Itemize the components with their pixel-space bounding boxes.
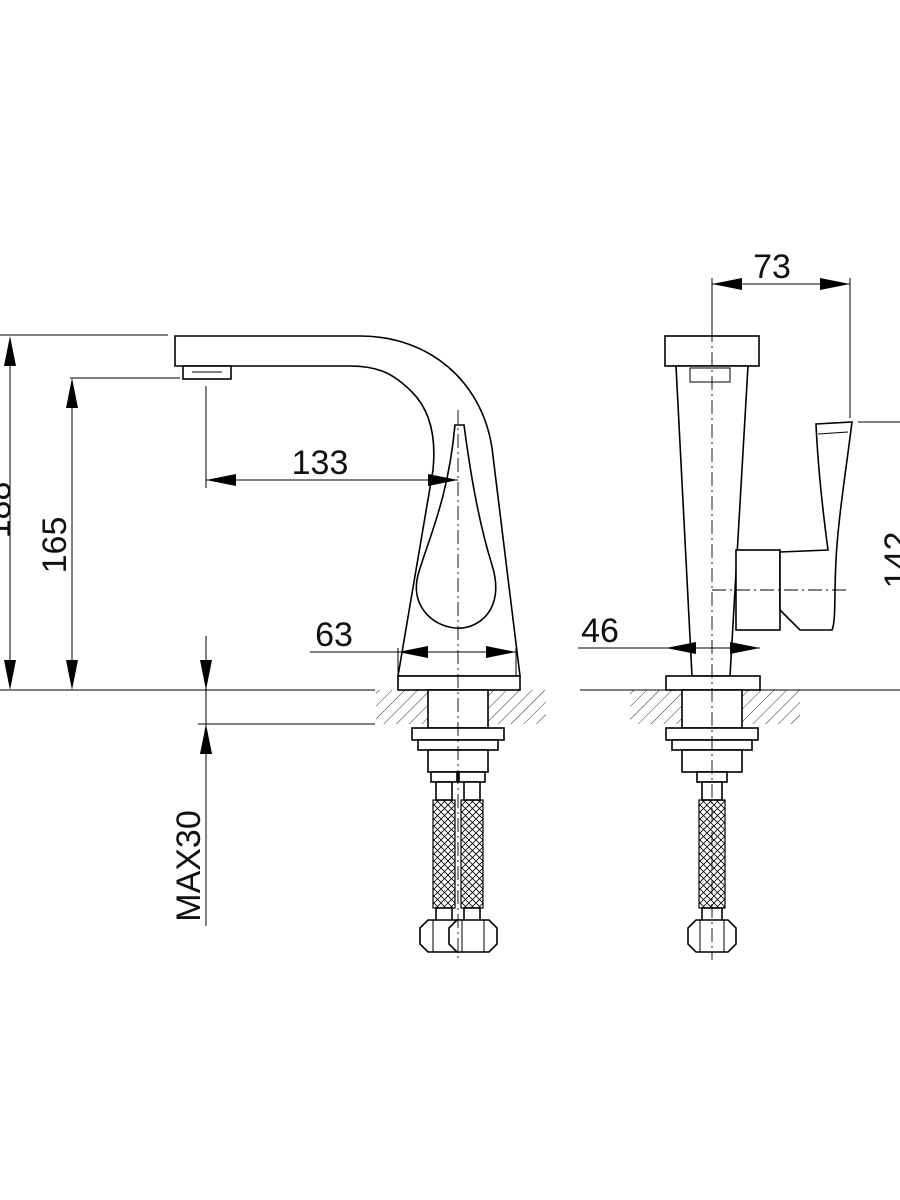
arrow (666, 642, 696, 654)
dim-base-width-front: 63 (315, 616, 353, 654)
dim-max-mount: MAX30 (170, 810, 208, 922)
dim-base-width-side: 46 (581, 612, 619, 650)
dim-total-height: 188 (0, 482, 18, 539)
handle-teardrop (415, 424, 497, 629)
countertop-hatch-front-right (488, 690, 546, 724)
handle-lever (779, 421, 853, 631)
arrow (200, 724, 212, 754)
arrow (428, 474, 458, 486)
handle-lever-detail (817, 431, 849, 435)
dim-spout-reach: 133 (292, 444, 349, 482)
arrow (206, 474, 236, 486)
hose-right (448, 771, 498, 953)
arrow (712, 278, 742, 290)
side-view: 73 46 142 (578, 248, 900, 960)
countertop-hatch-side-right (742, 690, 800, 724)
dim-handle-height: 142 (878, 532, 900, 589)
side-aerator (689, 367, 731, 383)
arrow (730, 642, 760, 654)
side-base-flange (665, 675, 761, 691)
dim-spout-height: 165 (36, 517, 74, 574)
arrow (486, 646, 516, 658)
arrow (200, 660, 212, 690)
arrow (66, 378, 78, 408)
base-flange (397, 675, 521, 691)
arrow (398, 646, 428, 658)
front-view: 188 165 133 63 MAX30 (0, 334, 546, 960)
countertop-hatch-side-left (630, 690, 682, 724)
arrow (66, 660, 78, 690)
hose-left (419, 771, 469, 953)
arrow (4, 660, 16, 690)
arrow (820, 278, 850, 290)
dim-handle-offset: 73 (753, 248, 791, 286)
arrow (4, 336, 16, 366)
countertop-hatch-front-left (376, 690, 428, 724)
